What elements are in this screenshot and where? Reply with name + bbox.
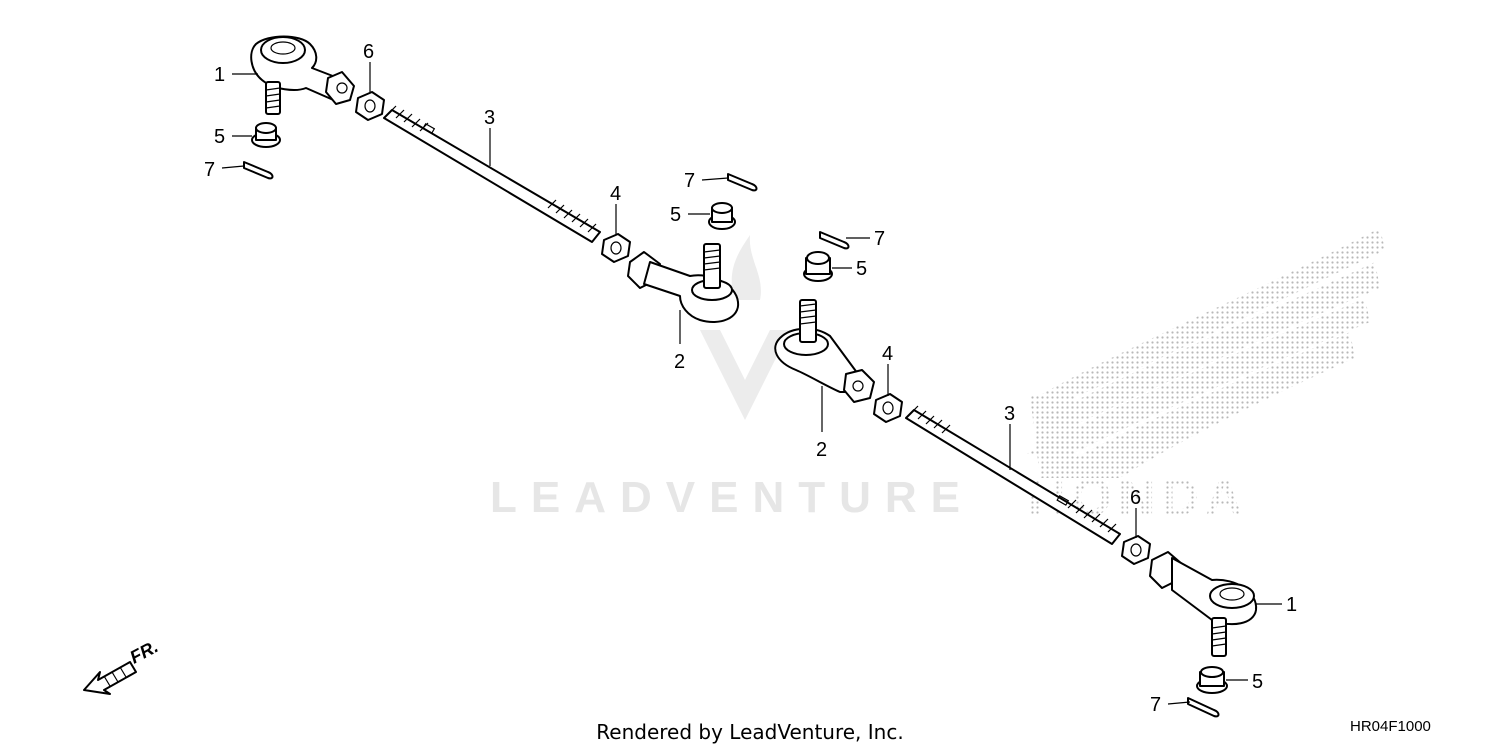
callout-6-lower: 6	[1130, 487, 1141, 509]
castle-nut-lower-right	[1196, 666, 1228, 694]
leadventure-logo-watermark	[700, 235, 790, 420]
callout-6-upper: 6	[363, 41, 374, 63]
cotter-pin-center-left	[727, 173, 758, 192]
cotter-pin-lower-right	[1187, 697, 1220, 718]
cotter-pin-left	[243, 161, 274, 180]
callout-4-left: 4	[610, 183, 621, 205]
front-arrow-icon	[83, 661, 137, 695]
lock-nut-center-left	[601, 233, 631, 263]
rendered-by-footer: Rendered by LeadVenture, Inc.	[596, 720, 903, 744]
tie-rod-end-inner-right	[774, 299, 875, 403]
tie-rod-right	[905, 405, 1121, 545]
diagram-code: HR04F1000	[1350, 718, 1431, 735]
callout-7-center-left: 7	[684, 170, 695, 192]
callout-labels: 1 6 3 5 7 4 7 5 2 7 5 4 2 3 6 1 5 7	[204, 41, 1297, 716]
front-direction-indicator: FR.	[83, 636, 161, 695]
callout-7-center-right: 7	[874, 228, 885, 250]
callout-2-right: 2	[816, 439, 827, 461]
callout-5-upper-left: 5	[214, 126, 225, 148]
front-label: FR.	[126, 636, 161, 667]
callout-3-lower: 3	[1004, 403, 1015, 425]
callout-4-right: 4	[882, 343, 893, 365]
lock-nut-center-right	[873, 393, 903, 423]
castle-nut-center-left	[708, 202, 736, 230]
honda-wing-watermark	[1025, 228, 1385, 478]
callout-2-left: 2	[674, 351, 685, 373]
lock-nut-outer-right	[1121, 535, 1151, 565]
callout-5-center-right: 5	[856, 258, 867, 280]
lock-nut-outer-left	[355, 91, 385, 121]
tie-rod-end-inner-left	[627, 243, 740, 323]
callout-7-lower-right: 7	[1150, 694, 1161, 716]
castle-nut-left	[251, 122, 281, 148]
callout-1-upper: 1	[214, 64, 225, 86]
callout-3-upper: 3	[484, 107, 495, 129]
tie-rod-end-outer-right	[1149, 551, 1258, 657]
callout-leaders	[221, 62, 1282, 705]
cotter-pin-center-right	[819, 231, 850, 250]
leadventure-watermark-text: LEADVENTURE	[490, 473, 974, 522]
callout-7-upper-left: 7	[204, 159, 215, 181]
callout-5-center-left: 5	[670, 204, 681, 226]
callout-5-lower-right: 5	[1252, 671, 1263, 693]
tie-rod-left	[383, 105, 601, 243]
tie-rod-end-outer-left	[250, 35, 355, 115]
callout-1-lower: 1	[1286, 594, 1297, 616]
castle-nut-center-right	[803, 251, 833, 282]
